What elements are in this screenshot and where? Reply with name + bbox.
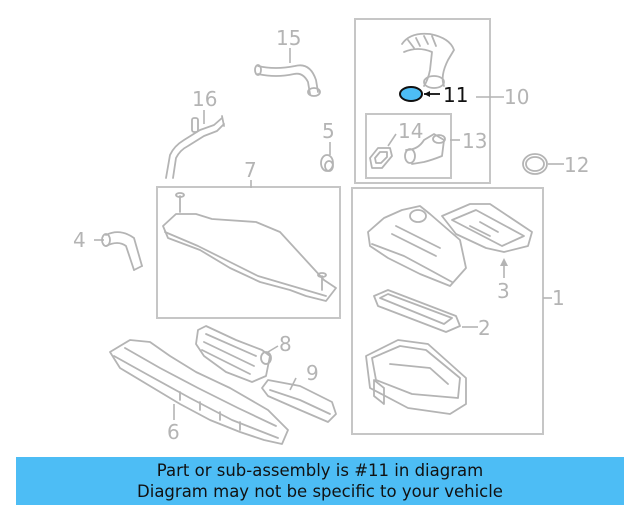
callout-13: 13	[462, 129, 487, 153]
callout-7: 7	[244, 158, 257, 182]
part-13-hose	[404, 133, 460, 165]
part-8-snorkel	[195, 325, 279, 383]
callout-6: 6	[167, 420, 180, 444]
part-15-hose	[254, 48, 321, 97]
callout-2: 2	[478, 316, 491, 340]
part-14-gasket	[369, 133, 397, 169]
banner-line-1: Part or sub-assembly is #11 in diagram	[156, 461, 484, 480]
callout-8: 8	[279, 332, 292, 356]
callout-10: 10	[504, 85, 529, 109]
callout-12: 12	[564, 153, 589, 177]
callout-1: 1	[552, 286, 565, 310]
highlight-part-11	[399, 86, 423, 102]
assembly-box-13	[365, 113, 452, 179]
callout-3: 3	[497, 279, 510, 303]
callout-5: 5	[322, 119, 335, 143]
part-1-housing-top	[367, 205, 467, 287]
part-9-flap	[261, 377, 337, 423]
assembly-box-10	[354, 18, 491, 184]
callout-14: 14	[398, 119, 423, 143]
part-12-clamp	[522, 153, 564, 175]
part-4-duct	[94, 231, 143, 271]
callout-9: 9	[306, 361, 319, 385]
part-2-filter	[373, 289, 478, 333]
parts-diagram: 15 16 5 7 4 6	[73, 18, 589, 445]
banner-line-2: Diagram may not be specific to your vehi…	[137, 482, 503, 501]
callout-16: 16	[192, 87, 217, 111]
part-11-seal-highlighted	[399, 86, 440, 102]
callout-11: 11	[443, 83, 468, 107]
part-3-lid	[441, 203, 533, 278]
part-1-housing-bottom	[365, 339, 467, 415]
assembly-box-1	[351, 187, 544, 435]
callout-4: 4	[73, 228, 86, 252]
assembly-box-7	[156, 186, 341, 319]
part-7-cover	[162, 180, 337, 302]
part-16-vent-tube	[165, 110, 225, 179]
info-banner: Part or sub-assembly is #11 in diagram D…	[16, 457, 624, 505]
part-5-clip	[320, 142, 334, 172]
callout-15: 15	[276, 26, 301, 50]
part-10-intake-duct	[401, 32, 504, 98]
part-6-air-guide	[109, 339, 289, 445]
